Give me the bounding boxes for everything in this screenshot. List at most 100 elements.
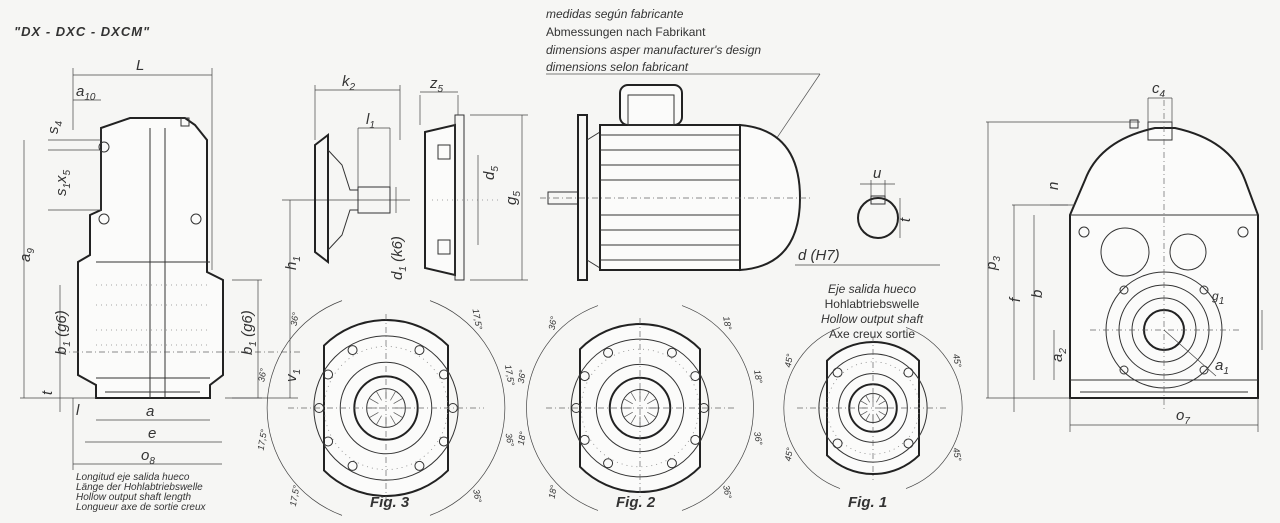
dim-d5: d5 bbox=[481, 166, 501, 180]
angle-label: 36° bbox=[256, 367, 268, 383]
dim-l: l bbox=[76, 402, 80, 419]
motor-adapter: z5 g5 d5 bbox=[419, 75, 528, 281]
dim-z5: z5 bbox=[429, 75, 444, 95]
angle-label: 36° bbox=[471, 488, 483, 504]
bolt-hole bbox=[438, 369, 449, 380]
shaft-length-note: Longitud eje salida hueco Länge der Hohl… bbox=[76, 472, 207, 513]
bolt-hole bbox=[603, 458, 614, 469]
dim-n: n bbox=[1045, 182, 1062, 190]
bolt-hole bbox=[571, 403, 582, 413]
dim-d-H7: d (H7) bbox=[798, 247, 840, 264]
bolt-hole bbox=[579, 371, 590, 382]
angle-label: 36° bbox=[721, 484, 733, 500]
dim-L: L bbox=[136, 57, 144, 74]
manufacturer-note: medidas según fabricante Abmessungen nac… bbox=[546, 7, 821, 161]
angle-label: 45° bbox=[951, 447, 963, 463]
bolt-hole bbox=[438, 436, 449, 447]
bolt-hole bbox=[347, 345, 358, 356]
flange-fig-1: 45° 45° 45° 45° bbox=[783, 327, 963, 489]
height-dimensions: h1 v1 bbox=[225, 199, 410, 399]
dim-t-left: t bbox=[39, 390, 56, 395]
dim-v1: v1 bbox=[283, 369, 303, 382]
dim-a: a bbox=[146, 403, 154, 420]
flange-fig-3: 36° 36° 17,5° 17,5° 17,5° 17,5° 36° 36° bbox=[256, 300, 517, 516]
hollow-shaft-note-line-4: Axe creux sortie bbox=[829, 327, 915, 341]
dim-b1-g6-left: b1 (g6) bbox=[53, 310, 73, 355]
hollow-shaft-note-line-2: Hohlabtriebswelle bbox=[825, 297, 920, 311]
angle-label: 36° bbox=[504, 432, 516, 448]
side-view: L a10 s4 s1x5 a9 b1 (g6) bbox=[17, 57, 300, 470]
fig-3-label: Fig. 3 bbox=[370, 494, 410, 511]
shaft-length-note-line-4: Longueur axe de sortie creux bbox=[76, 502, 207, 513]
dim-a9: a9 bbox=[17, 248, 37, 262]
shaft-length-note-line-3: Hollow output shaft length bbox=[76, 492, 192, 503]
manufacturer-note-line-3: dimensions asper manufacturer's design bbox=[546, 43, 761, 57]
dim-s4: s4 bbox=[45, 121, 65, 135]
angle-label: 18° bbox=[752, 369, 764, 385]
fig-1-label: Fig. 1 bbox=[848, 494, 887, 511]
bolt-hole bbox=[347, 460, 358, 471]
manufacturer-note-line-4: dimensions selon fabricant bbox=[546, 60, 689, 74]
bolt-hole bbox=[414, 345, 425, 356]
dim-a10: a10 bbox=[76, 83, 96, 103]
dim-p3: p3 bbox=[983, 256, 1003, 271]
dim-b1-g6-right: b1 (g6) bbox=[239, 310, 259, 355]
angle-label: 17,5° bbox=[471, 308, 485, 331]
dim-a1: a1 bbox=[1215, 357, 1229, 377]
angle-label: 18° bbox=[547, 484, 559, 500]
dim-g5: g5 bbox=[503, 191, 523, 205]
angle-label: 17,5° bbox=[503, 364, 517, 387]
bolt-hole bbox=[414, 460, 425, 471]
manufacturer-note-line-2: Abmessungen nach Fabrikant bbox=[546, 25, 706, 39]
dim-b: b bbox=[1029, 290, 1046, 298]
motor bbox=[540, 84, 810, 281]
dim-e: e bbox=[148, 425, 156, 442]
angle-label: 45° bbox=[783, 353, 795, 369]
bolt-hole bbox=[323, 436, 334, 447]
front-view: c4 p3 f b n a2 a1 s2x5 g1 o7 bbox=[983, 80, 1280, 432]
angle-label: 18° bbox=[721, 316, 733, 332]
hollow-shaft-note: Eje salida hueco Hohlabtriebswelle Hollo… bbox=[821, 282, 924, 341]
hollow-shaft-detail: u t d (H7) bbox=[795, 165, 940, 266]
dim-t: t bbox=[897, 217, 914, 222]
bolt-hole bbox=[832, 438, 843, 449]
manufacturer-note-line-1: medidas según fabricante bbox=[546, 7, 684, 21]
hollow-shaft-note-line-1: Eje salida hueco bbox=[828, 282, 916, 296]
shaft-length-note-line-1: Longitud eje salida hueco bbox=[76, 472, 190, 483]
bolt-hole bbox=[903, 367, 914, 378]
bolt-hole bbox=[690, 434, 701, 445]
angle-label: 17,5° bbox=[256, 428, 270, 451]
dim-a2: a2 bbox=[1049, 348, 1069, 362]
dim-h1: h1 bbox=[283, 256, 303, 270]
dim-l1: l1 bbox=[366, 111, 375, 131]
bolt-hole bbox=[690, 371, 701, 382]
angle-label: 45° bbox=[951, 353, 963, 369]
angle-label: 45° bbox=[783, 446, 795, 462]
angle-label: 36° bbox=[752, 431, 764, 447]
flange-fig-2: 36°36°18°18°18°18°36°36° bbox=[516, 305, 764, 511]
bolt-hole bbox=[666, 458, 677, 469]
flange-outline bbox=[826, 341, 920, 475]
bolt-hole bbox=[603, 347, 614, 358]
dim-o7: o7 bbox=[1176, 407, 1190, 427]
dim-u: u bbox=[873, 165, 882, 182]
angle-label: 36° bbox=[547, 315, 559, 331]
bolt-hole bbox=[579, 434, 590, 445]
bolt-hole bbox=[323, 369, 334, 380]
input-shaft-flange: k2 l1 d1 (k6) bbox=[314, 73, 409, 280]
dim-d1-k6: d1 (k6) bbox=[389, 236, 409, 280]
bolt-hole bbox=[666, 347, 677, 358]
dim-f: f bbox=[1007, 296, 1024, 302]
fig-2-label: Fig. 2 bbox=[616, 494, 656, 511]
angle-label: 36° bbox=[516, 369, 528, 385]
bolt-hole bbox=[832, 367, 843, 378]
angle-label: 17,5° bbox=[288, 484, 302, 507]
hollow-shaft-note-line-3: Hollow output shaft bbox=[821, 312, 924, 326]
dim-k2: k2 bbox=[342, 73, 356, 93]
dim-o8: o8 bbox=[141, 447, 155, 467]
bolt-hole bbox=[903, 438, 914, 449]
dim-s1: s1x5 bbox=[53, 169, 73, 196]
dim-c4: c4 bbox=[1152, 80, 1166, 100]
angle-label: 36° bbox=[289, 311, 301, 327]
